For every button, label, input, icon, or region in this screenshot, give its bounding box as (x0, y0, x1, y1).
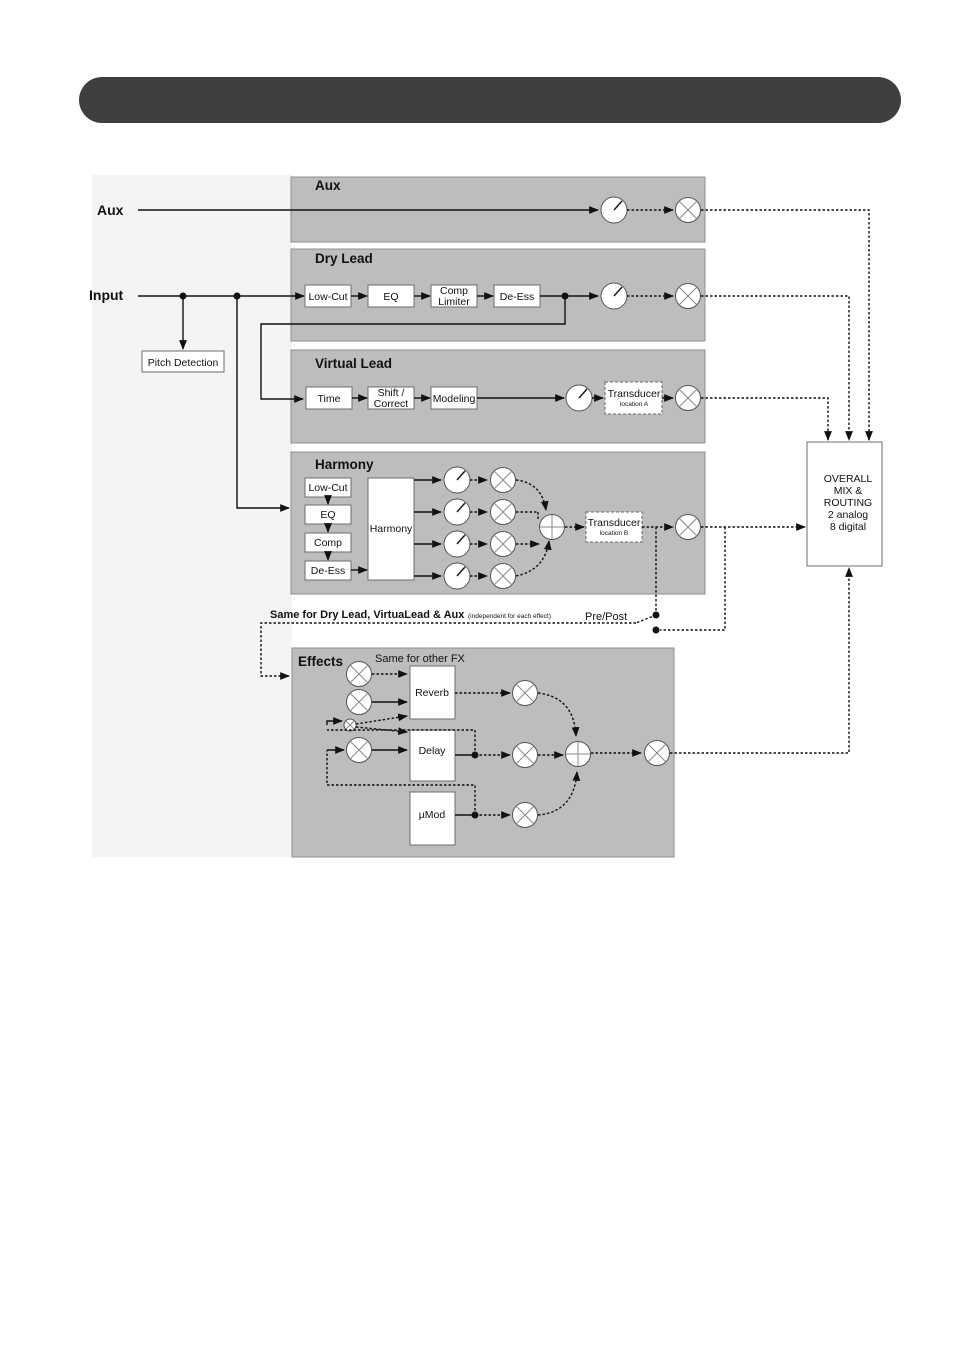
overall-mix-line-1: OVERALL (824, 473, 873, 485)
pre-post-label: Pre/Post (585, 611, 627, 623)
dry-lead-output-multiplier (675, 283, 701, 309)
harmony-generator-label: Harmony (370, 523, 413, 535)
panel-title-virtual-lead: Virtual Lead (315, 356, 392, 371)
harmony-voice-4 (414, 540, 552, 590)
fx-reverb-box (409, 665, 456, 720)
vl-transducer-label: Transducer (608, 388, 661, 400)
pitch-detection-label: Pitch Detection (148, 357, 219, 369)
same-for-note: Same for Dry Lead, VirtuaLead & Aux (270, 609, 465, 621)
fx-delay-box (409, 729, 456, 782)
harmony-output-multiplier (675, 514, 701, 540)
vl-output-multiplier (675, 385, 701, 411)
overall-mix-line-3: ROUTING (824, 497, 872, 509)
panel-title-dry-lead: Dry Lead (315, 251, 373, 266)
overall-mix-line-4: 2 analog (828, 509, 868, 521)
vl-time-label: Time (318, 393, 341, 405)
fx-reverb-out-mult (512, 680, 538, 706)
dry-de-ess-label: De-Ess (500, 291, 534, 303)
vl-shift-label-1: Shift / (378, 387, 405, 399)
fx-umod-box (409, 791, 456, 846)
harmony-summing-node (539, 514, 565, 540)
dry-low-cut-label: Low-Cut (308, 291, 347, 303)
aux-input-label: Aux (97, 202, 124, 218)
panel-title-aux: Aux (315, 178, 341, 193)
harmony-voice-3 (414, 530, 540, 558)
harm-eq-label: EQ (320, 509, 335, 521)
dry-comp-label-2: Limiter (438, 296, 470, 308)
panel-title-harmony: Harmony (315, 457, 374, 472)
fx-send-mult-2 (346, 689, 372, 715)
background-band (92, 175, 292, 857)
vl-transducer-location: location A (620, 401, 649, 408)
fx-feedback-mult (343, 718, 357, 732)
fx-summing-node (565, 741, 591, 767)
harm-de-ess-label: De-Ess (311, 565, 345, 577)
harm-transducer-label: Transducer (588, 517, 641, 529)
vl-shift-label-2: Correct (374, 398, 409, 410)
harm-transducer-location: location B (600, 530, 629, 537)
fx-umod-label: µMod (419, 809, 446, 821)
fx-umod-out-mult (512, 802, 538, 828)
fx-delay-label: Delay (419, 745, 447, 757)
harm-low-cut-label: Low-Cut (308, 482, 347, 494)
harmony-voice-2 (414, 498, 538, 526)
independent-note: (independent for each effect) (468, 613, 551, 620)
fx-output-multiplier (644, 740, 670, 766)
overall-mix-line-2: MIX & (834, 485, 863, 497)
vl-modeling-label: Modeling (433, 393, 476, 405)
harmony-voice-1 (414, 466, 549, 511)
harmony-generator-box (367, 477, 415, 581)
overall-mix-box (806, 441, 883, 567)
same-for-other-fx-note: Same for other FX (375, 653, 466, 665)
fx-send-mult-1 (346, 661, 372, 687)
fx-delay-input-mult (346, 737, 372, 763)
panel-title-effects: Effects (298, 654, 343, 669)
main-input-label: Input (89, 287, 124, 303)
dry-comp-label-1: Comp (440, 285, 468, 297)
harm-comp-label: Comp (314, 537, 342, 549)
pitch-detection-box (141, 350, 225, 373)
overall-mix-line-5: 8 digital (830, 521, 866, 533)
dry-eq-label: EQ (383, 291, 398, 303)
harm-transducer-box (585, 511, 643, 543)
aux-output-multiplier (675, 197, 701, 223)
header-bar (79, 77, 901, 123)
fx-reverb-label: Reverb (415, 687, 449, 699)
fx-delay-out-mult (512, 742, 538, 768)
